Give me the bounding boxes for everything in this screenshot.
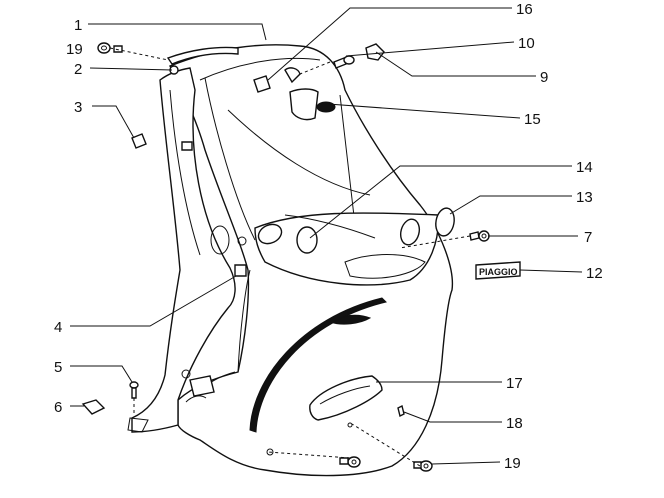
callout-14: 14 <box>576 159 593 176</box>
callout-4: 4 <box>54 319 62 336</box>
piaggio-logo-text: PIAGGIO <box>479 267 518 277</box>
callout-15: 15 <box>524 111 541 128</box>
leader-lines <box>70 7 583 467</box>
fastener-parts <box>81 42 490 472</box>
callout-6: 6 <box>54 399 62 416</box>
callout-17: 17 <box>506 375 523 392</box>
inner-leg-shield <box>127 67 247 433</box>
callout-9: 9 <box>540 69 548 86</box>
callout-12: 12 <box>586 265 603 282</box>
callout-7: 7 <box>584 229 592 246</box>
callout-13: 13 <box>576 189 593 206</box>
callout-18: 18 <box>506 415 523 432</box>
front-shield-body <box>169 44 454 477</box>
callout-2: 2 <box>74 61 82 78</box>
callout-16: 16 <box>516 1 533 18</box>
callout-1: 1 <box>74 17 82 34</box>
callout-labels: 1 19 2 3 16 10 9 15 14 13 7 12 4 5 6 17 … <box>54 1 603 472</box>
callout-10: 10 <box>518 35 535 52</box>
callout-19-bottom: 19 <box>504 455 521 472</box>
piaggio-logo-badge: PIAGGIO <box>475 261 521 280</box>
callout-3: 3 <box>74 99 82 116</box>
callout-5: 5 <box>54 359 62 376</box>
top-trim-strip <box>166 46 239 65</box>
callout-19-top: 19 <box>66 41 83 58</box>
